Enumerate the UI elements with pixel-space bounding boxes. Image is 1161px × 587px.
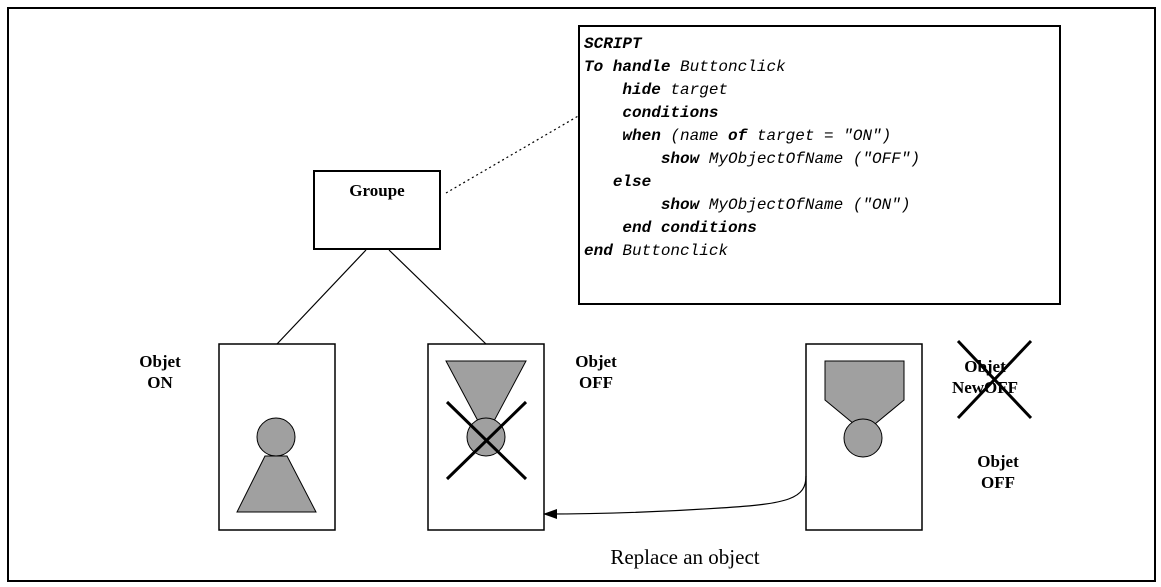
script-line: end Buttonclick — [584, 240, 1055, 263]
script-keyword: when — [622, 127, 661, 145]
script-line: else — [584, 171, 1055, 194]
tree-line-left — [276, 249, 367, 345]
diagram-frame — [7, 7, 1156, 582]
script-text: MyObjectOfName ("OFF") — [699, 150, 921, 168]
objet-off-label: Objet OFF — [556, 351, 636, 393]
script-keyword: hide — [622, 81, 661, 99]
script-keyword: show — [660, 196, 700, 214]
object-off-circle-shape — [466, 417, 506, 457]
objet-on-label-line1: Objet — [139, 352, 181, 371]
script-text: Buttonclick — [670, 58, 786, 76]
objet-off-label-line1: Objet — [575, 352, 617, 371]
replace-arrow — [543, 475, 807, 519]
script-line: conditions — [584, 102, 1055, 125]
script-keyword: end — [584, 242, 613, 260]
script-box: SCRIPT To handle Buttonclick hide target … — [578, 25, 1061, 305]
objet-off-right-label-line2: OFF — [981, 473, 1015, 492]
script-text: (name — [660, 127, 729, 145]
object-on-head-shape — [256, 417, 296, 457]
groupe-label: Groupe — [349, 181, 405, 200]
script-line: To handle Buttonclick — [584, 56, 1055, 79]
groupe-box — [313, 170, 441, 250]
script-line: SCRIPT — [584, 33, 1055, 56]
tree-line-right — [388, 249, 487, 345]
script-text: target — [660, 81, 729, 99]
object-off-cross-b — [445, 400, 528, 481]
script-keyword: conditions — [622, 104, 719, 122]
script-line: show MyObjectOfName ("ON") — [584, 194, 1055, 217]
script-keyword: To handle — [584, 58, 671, 76]
diagram-caption: Replace an object — [610, 545, 760, 569]
script-keyword: else — [612, 173, 652, 191]
objet-newoff-label: Objet NewOFF — [945, 356, 1025, 398]
objet-on-label-line2: ON — [147, 373, 173, 392]
objet-off-right-label: Objet OFF — [958, 451, 1038, 493]
script-keyword: SCRIPT — [584, 35, 642, 53]
script-text: target = "ON") — [747, 127, 892, 145]
object-on-body-shape — [236, 455, 317, 513]
script-text: Buttonclick — [612, 242, 729, 260]
objet-off-right-label-line1: Objet — [977, 452, 1019, 471]
script-line: show MyObjectOfName ("OFF") — [584, 148, 1055, 171]
script-keyword: show — [660, 150, 700, 168]
object-newoff-circle-shape — [843, 418, 883, 458]
script-keyword: of — [728, 127, 748, 145]
objet-off-label-line2: OFF — [579, 373, 613, 392]
script-keyword: end conditions — [622, 219, 757, 237]
script-line: end conditions — [584, 217, 1055, 240]
script-text: MyObjectOfName ("ON") — [699, 196, 911, 214]
objet-newoff-label-line2: NewOFF — [951, 378, 1019, 397]
groupe-script-dotted-connector — [445, 114, 581, 194]
objet-newoff-label-line1: Objet — [964, 357, 1006, 376]
script-line: when (name of target = "ON") — [584, 125, 1055, 148]
script-line: hide target — [584, 79, 1055, 102]
objet-on-label: Objet ON — [120, 351, 200, 393]
